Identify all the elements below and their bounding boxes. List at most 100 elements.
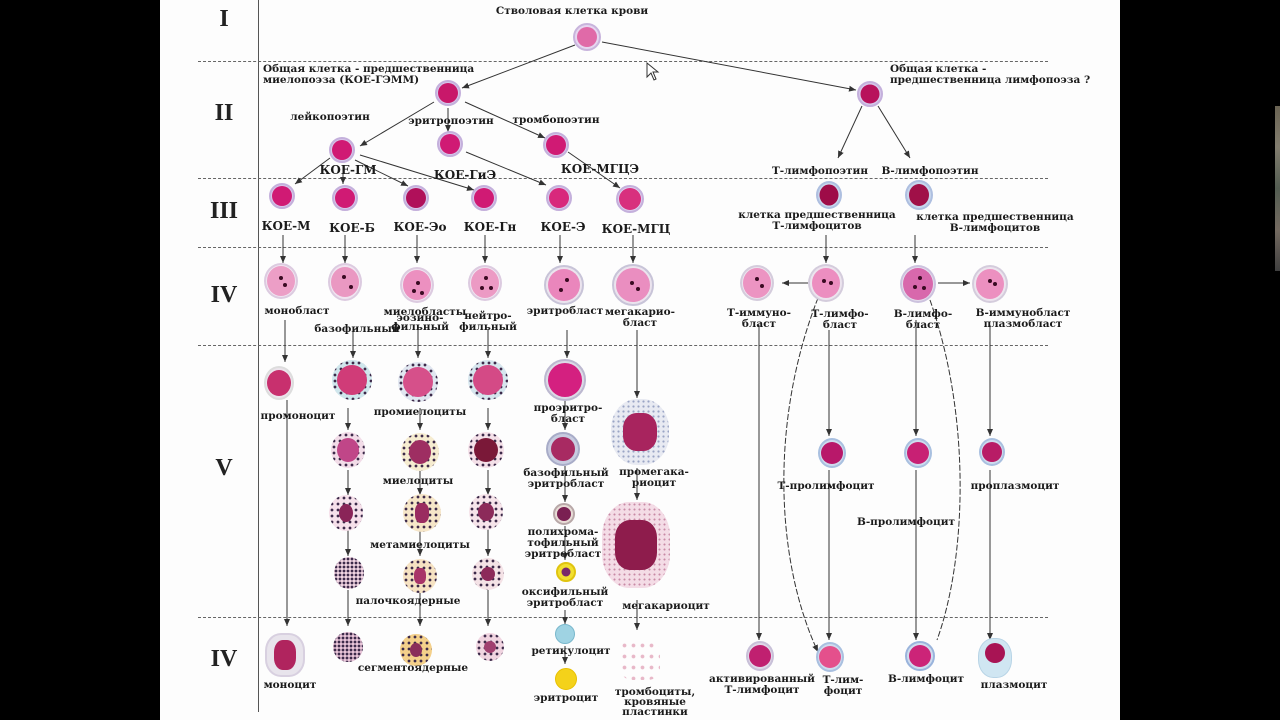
stage-label-5: V — [215, 455, 233, 481]
erythrocyte-cell — [555, 668, 577, 690]
b-lymphoblast-label-line2: бласт — [905, 319, 941, 331]
eosinophilic-promyelocyte-cell — [398, 362, 438, 402]
cfu-gm-cell — [329, 137, 355, 163]
b-lymphoblast-cell — [900, 265, 936, 303]
myelocytes-label: миелоциты — [382, 475, 454, 487]
cfu-gn-cell — [471, 185, 497, 211]
t-lymphocyte-label-line2: фоцит — [823, 685, 863, 697]
basophil-cell — [333, 632, 363, 662]
b-lymphocyte-cell — [905, 641, 935, 671]
b-lymphopoietin-label: В-лимфопоэтин — [881, 165, 979, 177]
t-prolymphocyte-label: Т-пролимфоцит — [777, 480, 875, 492]
stage-column-divider — [258, 0, 259, 712]
basophilic-promyelocyte-cell — [332, 360, 372, 400]
myelo-precursor-label-line2: миелопоэза (КОЕ-ГЭММ) — [263, 74, 420, 86]
cfu-ge-cell — [437, 131, 463, 157]
platelets-label: тромбоциты, кровяные пластинки — [615, 687, 695, 718]
promegakaryocyte-label-line2: риоцит — [631, 477, 677, 489]
megakaryoblast-label-line2: бласт — [622, 317, 658, 329]
basophilic-blast-cell — [328, 263, 362, 301]
t-precursor-label-line1: клетка предшественница — [738, 209, 896, 221]
oxyphilic-label-line1: оксифильный — [521, 586, 609, 598]
cfu-e-cell — [546, 185, 572, 211]
erythroblast-cell — [544, 265, 584, 305]
neutrophilic-blast-label-line1: нейтро- — [464, 310, 512, 322]
activated-t-lymphocyte-label: активированный Т-лимфоцит — [709, 674, 815, 696]
b-lymphocyte-label: В-лимфоцит — [887, 673, 965, 685]
b-precursor-label: клетка предшественница В-лимфоцитов — [916, 212, 1073, 234]
polychromatophilic-erythroblast-cell — [553, 503, 575, 525]
t-immunoblast-label-line1: Т-иммуно- — [727, 307, 791, 319]
megakaryoblast-label-line1: мегакарио- — [605, 306, 675, 318]
activated-t-label-line1: активированный — [709, 673, 815, 685]
b-immunoblast-label-line2: плазмобласт — [983, 318, 1063, 330]
factor-thrombopoietin: тромбопоэтин — [512, 114, 600, 126]
t-immunoblast-cell — [740, 265, 774, 301]
neutrophilic-myelocyte-cell — [468, 432, 504, 468]
stem-cell-label: Стволовая клетка крови — [495, 5, 649, 17]
metamyelocytes-label: метамиелоциты — [370, 539, 470, 551]
activated-t-label-line2: Т-лимфоцит — [724, 684, 800, 696]
b-lymphoblast-label: В-лимфо- бласт — [894, 309, 952, 331]
oxyphilic-label-line2: эритробласт — [526, 597, 604, 609]
cfu-eo-label: КОЕ-Эо — [393, 220, 447, 234]
diagram-panel — [160, 0, 1120, 720]
b-precursor-cell — [905, 180, 933, 210]
cfu-m-cell — [269, 183, 295, 209]
promonocyte-label: промоноцит — [260, 410, 336, 422]
stage-separator — [198, 247, 1048, 248]
t-immunoblast-label-line2: бласт — [741, 318, 777, 330]
factor-leukopoietin: лейкопоэтин — [290, 111, 370, 123]
monocyte-cell — [265, 633, 305, 677]
b-prolymphocyte-label: В-пролимфоцит — [856, 516, 956, 528]
polychromatophilic-label-line1: полихрома- — [527, 526, 599, 538]
factor-erythropoietin: эритропоэтин — [408, 115, 494, 127]
stage-separator — [198, 61, 1048, 62]
eosinophil-cell — [400, 634, 432, 666]
t-lymphoblast-cell — [808, 264, 844, 302]
proerythroblast-label-line1: проэритро- — [533, 402, 603, 414]
cfu-mgc-label: КОЕ-МГЦ — [601, 222, 671, 236]
cfu-mgce-cell — [543, 132, 569, 158]
cfu-gm-label: КОЕ-ГМ — [319, 163, 377, 177]
cfu-e-label: КОЕ-Э — [540, 220, 586, 234]
plasmocyte-label: плазмоцит — [980, 679, 1048, 691]
basophilic-metamyelocyte-cell — [329, 495, 363, 531]
stage-label-1: I — [219, 6, 229, 32]
b-precursor-label-line2: В-лимфоцитов — [949, 222, 1041, 234]
monocyte-label: моноцит — [263, 679, 317, 691]
stage-label-3: III — [209, 198, 239, 224]
b-lymphoblast-label-line1: В-лимфо- — [893, 308, 953, 320]
polychromatophilic-erythroblast-label: полихрома- тофильный эритробласт — [525, 527, 601, 560]
stage-separator — [198, 178, 1048, 179]
plasmocyte-cell — [978, 638, 1012, 678]
proplasmocyte-label: проплазмоцит — [970, 480, 1060, 492]
polychromatophilic-label-line3: эритробласт — [524, 548, 602, 560]
proerythroblast-label-line2: бласт — [550, 413, 586, 425]
myeloblasts-label: миелобласты — [383, 306, 467, 318]
proerythroblast-cell — [544, 359, 586, 401]
eosinophilic-blast-label: эозино- фильный — [391, 313, 449, 333]
cfu-mgc-cell — [616, 185, 644, 213]
stem-cell — [573, 23, 601, 51]
lympho-precursor-label-line2: предшественница лимфопоэза ? — [890, 74, 1091, 86]
neutrophil-cell — [476, 633, 504, 661]
cfu-ge-label: КОЕ-ГиЭ — [433, 168, 497, 182]
platelets-label-line2: кровяные — [624, 696, 686, 708]
t-prolymphocyte-cell — [818, 438, 846, 468]
t-precursor-label: клетка предшественница Т-лимфоцитов — [738, 210, 895, 232]
basophilic-band-cell — [334, 557, 364, 589]
cfu-b-cell — [332, 185, 358, 211]
eosinophilic-blast-cell — [400, 267, 434, 303]
lympho-precursor-label: Общая клетка - предшественница лимфопоэз… — [890, 64, 1090, 86]
oxyphilic-erythroblast-label: оксифильный эритробласт — [522, 587, 609, 609]
t-precursor-cell — [816, 181, 842, 209]
proplasmocyte-cell — [979, 438, 1005, 466]
erythroblast-label: эритробласт — [526, 305, 604, 317]
basophilic-myelocyte-cell — [331, 432, 365, 468]
neutrophilic-band-cell — [472, 558, 504, 590]
cfu-b-label: КОЕ-Б — [329, 221, 375, 235]
monoblast-cell — [264, 263, 298, 299]
basophilic-erythroblast-cell — [546, 432, 580, 466]
segmented-label: сегментоядерные — [357, 662, 469, 674]
